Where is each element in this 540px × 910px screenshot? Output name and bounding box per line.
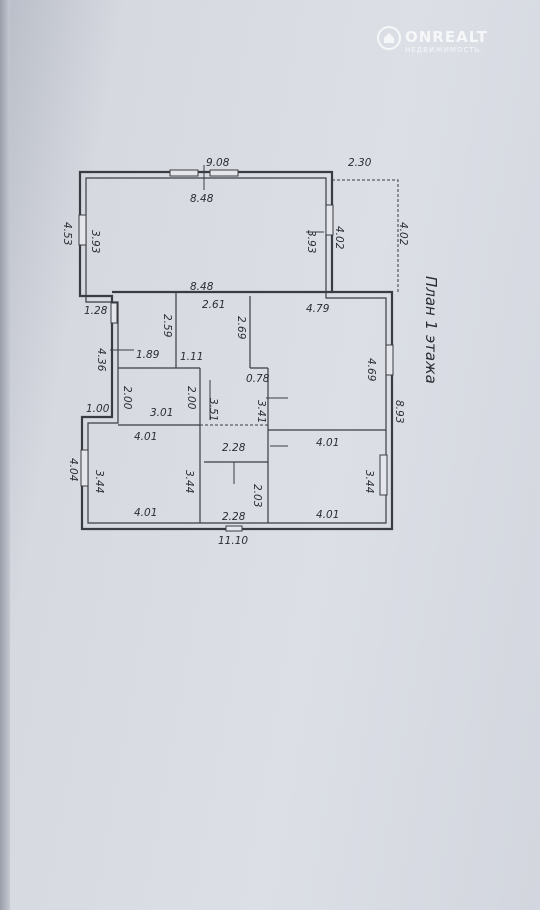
dim-bed-right-top: 4.01: [316, 437, 339, 449]
dim-bath-width: 3.01: [150, 407, 173, 419]
dim-terrace-depth: 4.02: [397, 222, 409, 246]
dim-left-top-height: 4.53: [61, 222, 73, 245]
door-marks: [110, 165, 324, 484]
dim-bath-left: 2.00: [121, 386, 133, 410]
dim-corridor-height: 2.03: [251, 484, 263, 507]
dim-left-bottom-height: 4.04: [67, 458, 79, 481]
dim-bed-left-bottom: 4.01: [134, 507, 157, 519]
dim-living-top: 8.48: [190, 193, 214, 205]
dim-total-bottom-width: 11.10: [218, 535, 248, 547]
watermark-logo-icon: [377, 26, 401, 50]
dim-bed-right-bottom: 4.01: [316, 509, 339, 521]
dim-corridor-width: 2.28: [222, 442, 246, 454]
windows: [78, 169, 394, 532]
dim-corridor-bottom: 2.28: [222, 511, 246, 523]
dim-left-lower-step: 1.00: [86, 403, 110, 415]
dim-right-total-height: 8.93: [393, 400, 405, 423]
dim-terrace-width: 2.30: [348, 157, 372, 169]
watermark-tagline: НЕДВИЖИМОСТЬ: [405, 46, 481, 54]
dim-overall-top-width: 9.08: [206, 157, 230, 169]
dim-left-step-width: 1.28: [84, 305, 108, 317]
dim-hall-step: 0.78: [246, 373, 270, 385]
dim-bed-left-side: 3.44: [93, 470, 105, 493]
dim-right-top-height: 4.69: [365, 358, 377, 382]
dim-bath-right: 2.00: [185, 386, 197, 410]
dim-small-a-side: 1.89: [136, 349, 160, 361]
dim-living-ext-right: 4.02: [333, 226, 345, 250]
binding-edge: [0, 0, 10, 910]
dim-left-mid-height: 4.36: [95, 348, 107, 372]
dim-living-left: 3.93: [89, 230, 101, 253]
dim-hall-right: 2.69: [235, 316, 247, 340]
terrace-outline: [332, 179, 399, 292]
dim-bed-left-top: 4.01: [134, 431, 157, 443]
plan-title: План 1 этажа: [422, 276, 440, 384]
dim-hall-mid: 3.51: [207, 398, 219, 421]
dim-small-a-top: 2.59: [161, 314, 173, 338]
dim-living-right: 3.93: [305, 230, 317, 253]
interior-walls: [112, 290, 386, 523]
outer-walls: [78, 170, 394, 531]
dim-hall-lower: 3.41: [255, 400, 267, 423]
watermark: ONREALT НЕДВИЖИМОСТЬ: [377, 26, 488, 54]
watermark-brand: ONREALT: [405, 28, 488, 46]
dim-bed-right-side: 3.44: [363, 470, 375, 493]
dim-right-top-width: 4.79: [306, 303, 330, 315]
dim-bed-left-inner: 3.44: [183, 470, 195, 493]
dim-living-bottom: 8.48: [190, 281, 214, 293]
dim-small-a-right: 1.11: [180, 351, 203, 363]
dim-hall-top: 2.61: [202, 299, 225, 311]
